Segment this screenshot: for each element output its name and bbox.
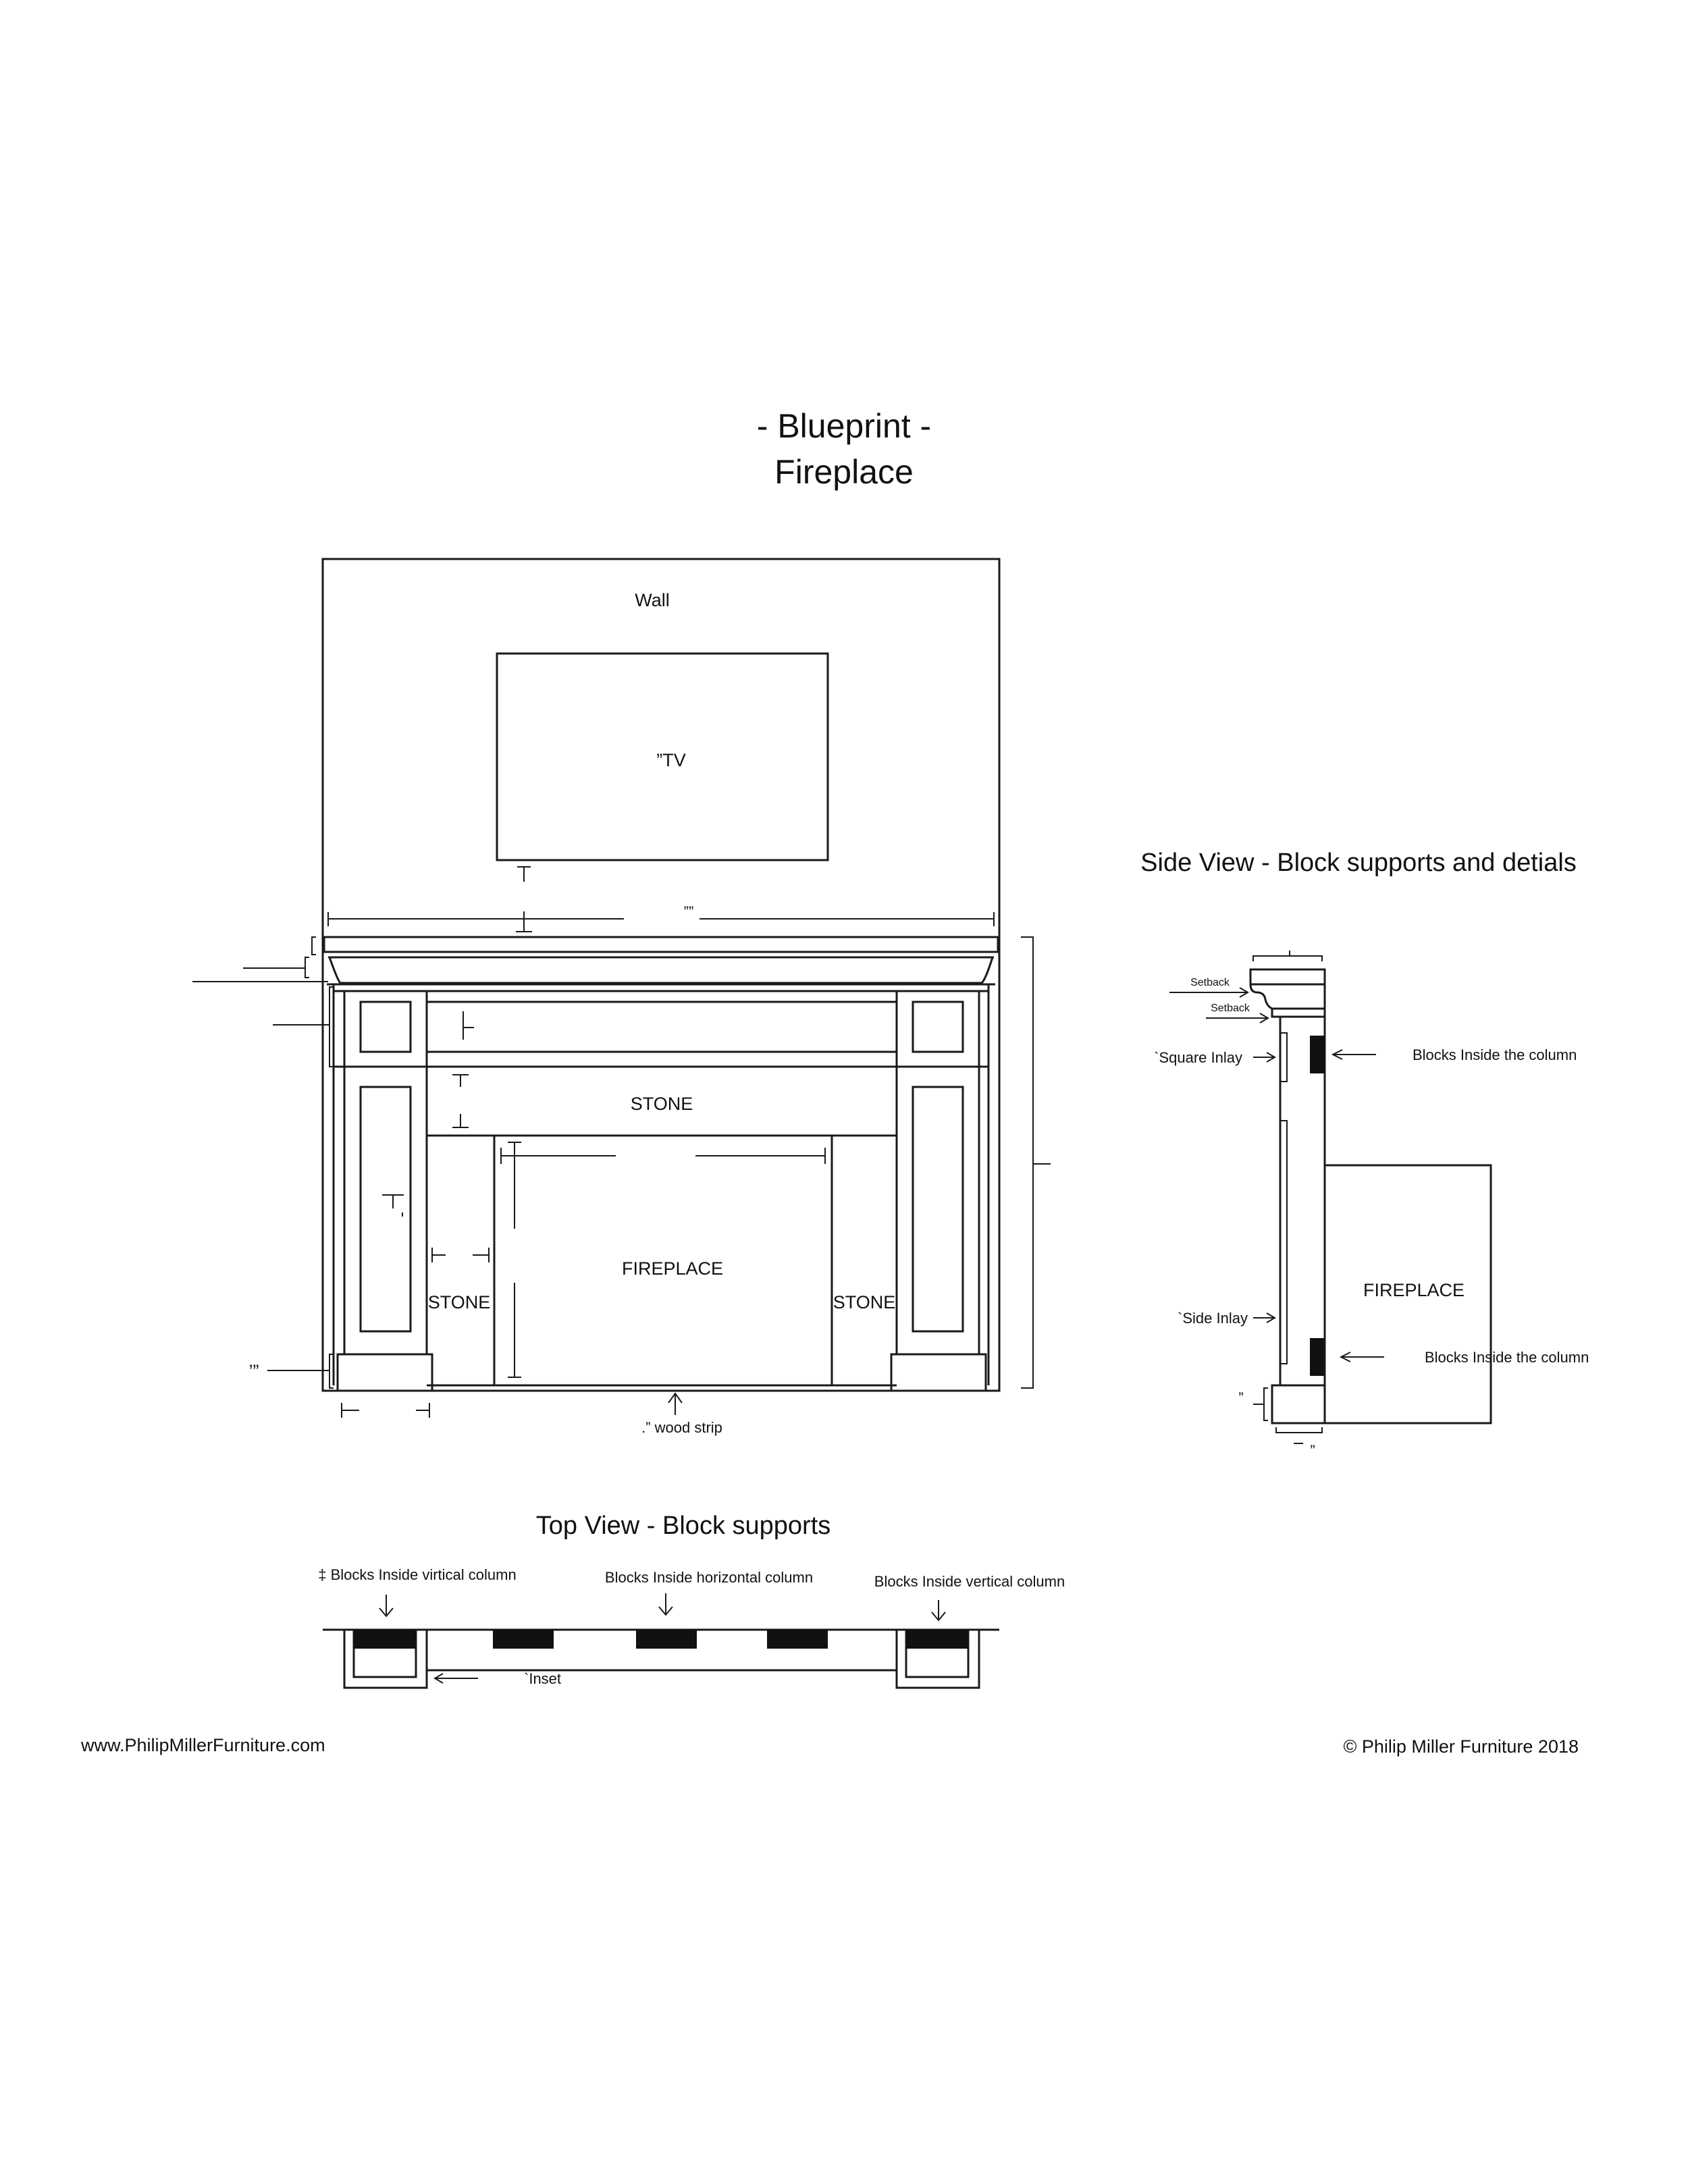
side-fireplace-label: FIREPLACE (1363, 1280, 1465, 1300)
stone-left-label: STONE (428, 1292, 491, 1312)
side-plinth-mark: ” (1238, 1389, 1243, 1406)
side-crown-base (1271, 1007, 1326, 1018)
side-depth-mark: ” (1310, 1442, 1315, 1459)
top-block-2 (636, 1630, 697, 1649)
top-right-label: Blocks Inside vertical column (874, 1573, 1065, 1590)
inset-label: `Inset (524, 1670, 561, 1687)
top-block-3 (767, 1630, 828, 1649)
side-inlay-label: `Side Inlay (1178, 1310, 1248, 1327)
stone-side-width-dimension (431, 1248, 490, 1262)
stone-top-label: STONE (631, 1094, 693, 1114)
left-side-inlay (359, 1086, 412, 1333)
wall-label: Wall (635, 590, 670, 610)
wall-outline (321, 558, 1001, 1392)
tv-label: ”TV (656, 750, 686, 770)
top-block-1 (493, 1630, 554, 1649)
mantel-shelf (323, 936, 999, 953)
right-square-inlay (912, 1001, 964, 1053)
right-plinth (890, 1353, 987, 1392)
side-block-bottom (1310, 1338, 1325, 1376)
right-side-inlay (912, 1086, 964, 1333)
side-block-top (1310, 1036, 1325, 1073)
side-long-inlay (1280, 1120, 1288, 1364)
tv-clearance-dimension (516, 866, 532, 932)
mantel-width-mark: ”” (684, 903, 694, 920)
blocks-top-label: Blocks Inside the column (1413, 1046, 1577, 1063)
wood-strip-arrow (668, 1392, 683, 1415)
title-line-2: Fireplace (774, 453, 914, 491)
side-plinth (1271, 1384, 1326, 1424)
fireplace-width-dimension (500, 1148, 826, 1164)
right-column (895, 990, 980, 1356)
top-left-label: ‡ Blocks Inside virtical column (318, 1566, 516, 1583)
header-board (425, 1001, 898, 1053)
top-left-column (343, 1630, 428, 1689)
wood-strip-label: .” wood strip (641, 1419, 722, 1436)
top-left-block (354, 1630, 416, 1649)
setback-bottom-label: Setback (1211, 1003, 1250, 1014)
side-fireplace-box (1323, 1164, 1492, 1424)
tv-outline (496, 652, 829, 861)
stone-right-label: STONE (833, 1292, 896, 1312)
left-plinth (336, 1353, 433, 1392)
footer-copyright: © Philip Miller Furniture 2018 (1343, 1736, 1579, 1757)
plinth-height-mark: ’” (249, 1361, 259, 1381)
top-view-heading: Top View - Block supports (536, 1512, 831, 1540)
side-mantel-top (1249, 968, 1326, 986)
fireplace-height-dimension (508, 1142, 521, 1378)
side-square-inlay (1280, 1032, 1288, 1082)
footer-website: www.PhilipMillerFurniture.com (80, 1735, 325, 1755)
left-square-inlay (359, 1001, 412, 1053)
title-line-1: - Blueprint - (757, 407, 931, 445)
side-crown-profile (1249, 984, 1325, 1010)
crown-molding (328, 957, 994, 984)
side-view: Side View - Block supports and detials S… (1140, 849, 1589, 1459)
side-view-heading: Side View - Block supports and detials (1140, 849, 1577, 877)
top-right-block (906, 1630, 968, 1649)
setback-top-label: Setback (1190, 977, 1230, 988)
fireplace-label: FIREPLACE (622, 1258, 723, 1279)
top-right-column (895, 1630, 980, 1689)
blocks-bottom-label: Blocks Inside the column (1425, 1349, 1589, 1366)
top-middle-label: Blocks Inside horizontal column (605, 1569, 813, 1586)
square-inlay-label: `Square Inlay (1154, 1049, 1242, 1066)
front-view: Wall ”TV ”” (192, 558, 1051, 1436)
top-view: Top View - Block supports ‡ Blocks Insid… (318, 1512, 1065, 1689)
mantel-width-dimension: ”” (327, 903, 995, 926)
plinth-width-dimension (341, 1403, 430, 1418)
crown-height-brackets (192, 936, 328, 982)
left-column (343, 990, 428, 1356)
